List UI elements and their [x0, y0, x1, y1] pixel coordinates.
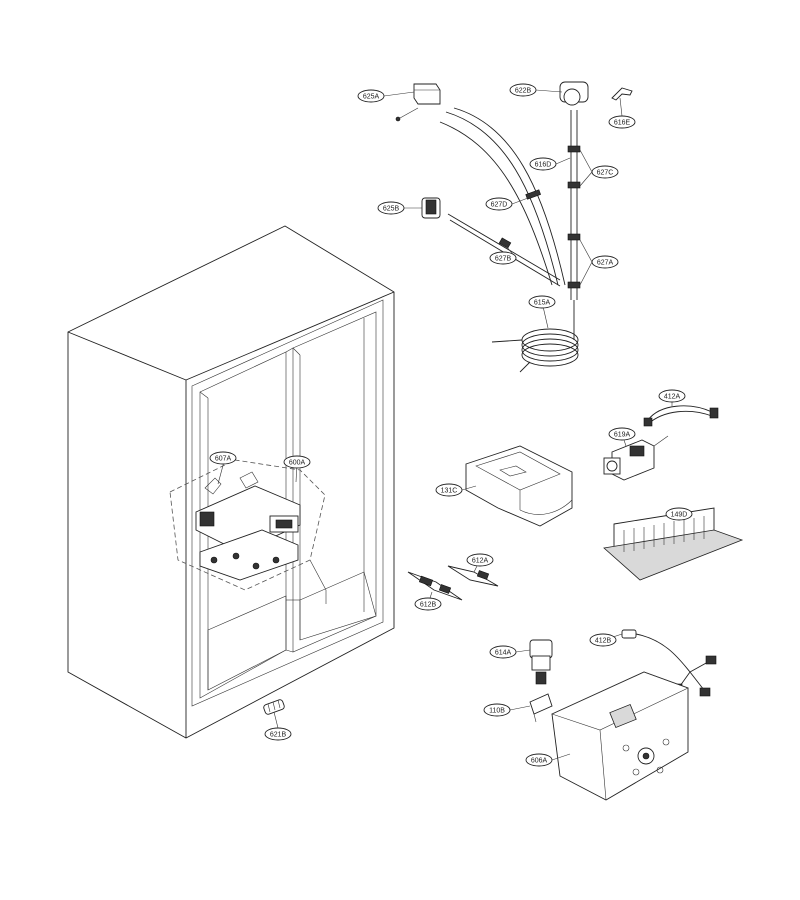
callout-607A: 607A — [209, 451, 237, 465]
svg-text:627A: 627A — [597, 260, 614, 267]
callout-149D: 149D — [665, 507, 693, 521]
part-614A-solenoid — [529, 639, 553, 685]
svg-text:625B: 625B — [383, 206, 400, 213]
part-606A-housing — [551, 671, 689, 801]
callout-625A: 625A — [357, 89, 385, 103]
svg-text:412A: 412A — [664, 394, 681, 401]
svg-text:606A: 606A — [531, 758, 548, 765]
part-619A-valve — [603, 435, 669, 481]
callout-627D: 627D — [485, 197, 513, 211]
callout-412B: 412B — [589, 633, 617, 647]
part-625A — [395, 83, 441, 122]
callout-616D: 616D — [529, 157, 557, 171]
svg-text:149D: 149D — [671, 512, 688, 519]
dispenser-assembly — [169, 459, 327, 604]
svg-text:627C: 627C — [597, 170, 614, 177]
svg-text:622B: 622B — [515, 88, 532, 95]
svg-text:627D: 627D — [491, 202, 508, 209]
callout-627A: 627A — [591, 255, 619, 269]
callout-627C: 627C — [591, 165, 619, 179]
part-612B-bracket — [407, 571, 463, 601]
part-131C-ice-bucket — [465, 445, 573, 527]
svg-text:625A: 625A — [363, 94, 380, 101]
callout-110B: 110B — [483, 703, 511, 717]
part-110B-clip — [529, 693, 553, 723]
svg-text:616E: 616E — [614, 120, 631, 127]
svg-text:412B: 412B — [595, 638, 612, 645]
callout-606A: 606A — [525, 753, 553, 767]
part-625B — [421, 197, 441, 219]
part-412A-harness — [643, 405, 719, 427]
callout-612B: 612B — [414, 597, 442, 611]
part-149D-tray — [603, 507, 744, 581]
callout-131C: 131C — [435, 483, 463, 497]
callout-619A: 619A — [608, 427, 636, 441]
svg-text:619A: 619A — [614, 432, 631, 439]
svg-text:110B: 110B — [489, 708, 505, 715]
part-621B-fitting — [263, 699, 285, 715]
svg-text:600A: 600A — [289, 460, 306, 467]
part-612A-bracket — [447, 565, 499, 587]
refrigerator-cabinet — [67, 225, 395, 739]
callout-600A: 600A — [283, 455, 311, 469]
svg-text:621B: 621B — [270, 732, 287, 739]
svg-text:615A: 615A — [534, 300, 551, 307]
callout-615A: 615A — [528, 295, 556, 309]
callout-621B: 621B — [264, 727, 292, 741]
callout-622B: 622B — [509, 83, 537, 97]
callout-labels: 625A 622B 616E 616D 627C 625B 627D 627B — [209, 83, 693, 767]
svg-text:614A: 614A — [495, 650, 512, 657]
svg-text:616D: 616D — [535, 162, 552, 169]
svg-text:607A: 607A — [215, 456, 232, 463]
part-616E-clip — [611, 87, 633, 101]
callout-614A: 614A — [489, 645, 517, 659]
callout-612A: 612A — [466, 553, 494, 567]
callout-616E: 616E — [608, 115, 636, 129]
water-tubing-assembly — [439, 81, 589, 373]
svg-text:131C: 131C — [441, 488, 458, 495]
svg-text:627B: 627B — [495, 256, 512, 263]
svg-text:612A: 612A — [472, 558, 489, 565]
callout-625B: 625B — [377, 201, 405, 215]
callout-627B: 627B — [489, 251, 517, 265]
callout-412A: 412A — [658, 389, 686, 403]
svg-text:612B: 612B — [420, 602, 437, 609]
